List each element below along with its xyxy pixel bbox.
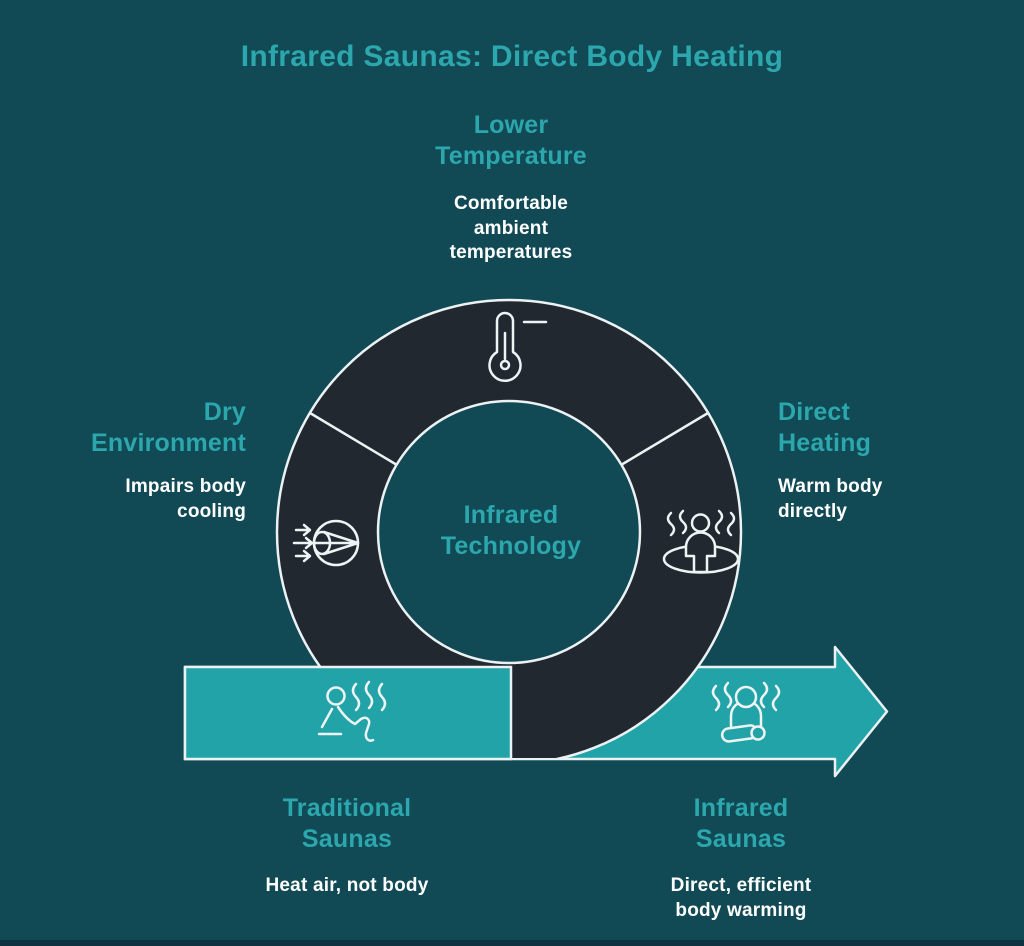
flow-title: Traditional Saunas xyxy=(282,794,412,853)
flow-description: Direct, efficient body warming xyxy=(670,875,812,921)
thermometer-low-icon xyxy=(488,311,548,382)
segment-description: Comfortable ambient temperatures xyxy=(449,193,573,264)
segment-description: Warm body directly xyxy=(778,476,883,522)
traditional-sauna-bar xyxy=(183,665,513,761)
segment-title: Dry Environment xyxy=(91,398,246,457)
segment-title: Lower Temperature xyxy=(435,111,587,170)
segment-divider-left xyxy=(309,411,398,467)
ring-center-label: Infrared Technology xyxy=(401,500,621,562)
footer-strip xyxy=(0,940,1024,946)
segment-description: Impairs body cooling xyxy=(125,476,246,522)
segment-lower-temperature: Lower Temperature Comfortable ambient te… xyxy=(381,110,641,266)
flow-left-traditional-saunas: Traditional Saunas Heat air, not body xyxy=(207,793,487,899)
flow-title: Infrared Saunas xyxy=(693,794,789,853)
dry-air-icon xyxy=(292,519,360,567)
page-title: Infrared Saunas: Direct Body Heating xyxy=(240,40,784,73)
flow-right-infrared-saunas: Infrared Saunas Direct, efficient body w… xyxy=(601,793,881,923)
segment-divider-right xyxy=(620,411,709,467)
person-heat-waves-icon xyxy=(662,509,740,574)
flow-description: Heat air, not body xyxy=(265,875,429,896)
technology-ring xyxy=(275,298,743,758)
segment-direct-heating: Direct Heating Warm body directly xyxy=(778,397,988,524)
person-sitting-steam-icon xyxy=(317,680,387,742)
center-title: Infrared Technology xyxy=(440,501,582,560)
segment-title: Direct Heating xyxy=(778,398,872,457)
person-meditating-steam-icon xyxy=(711,681,781,743)
segment-dry-environment: Dry Environment Impairs body cooling xyxy=(36,397,246,524)
